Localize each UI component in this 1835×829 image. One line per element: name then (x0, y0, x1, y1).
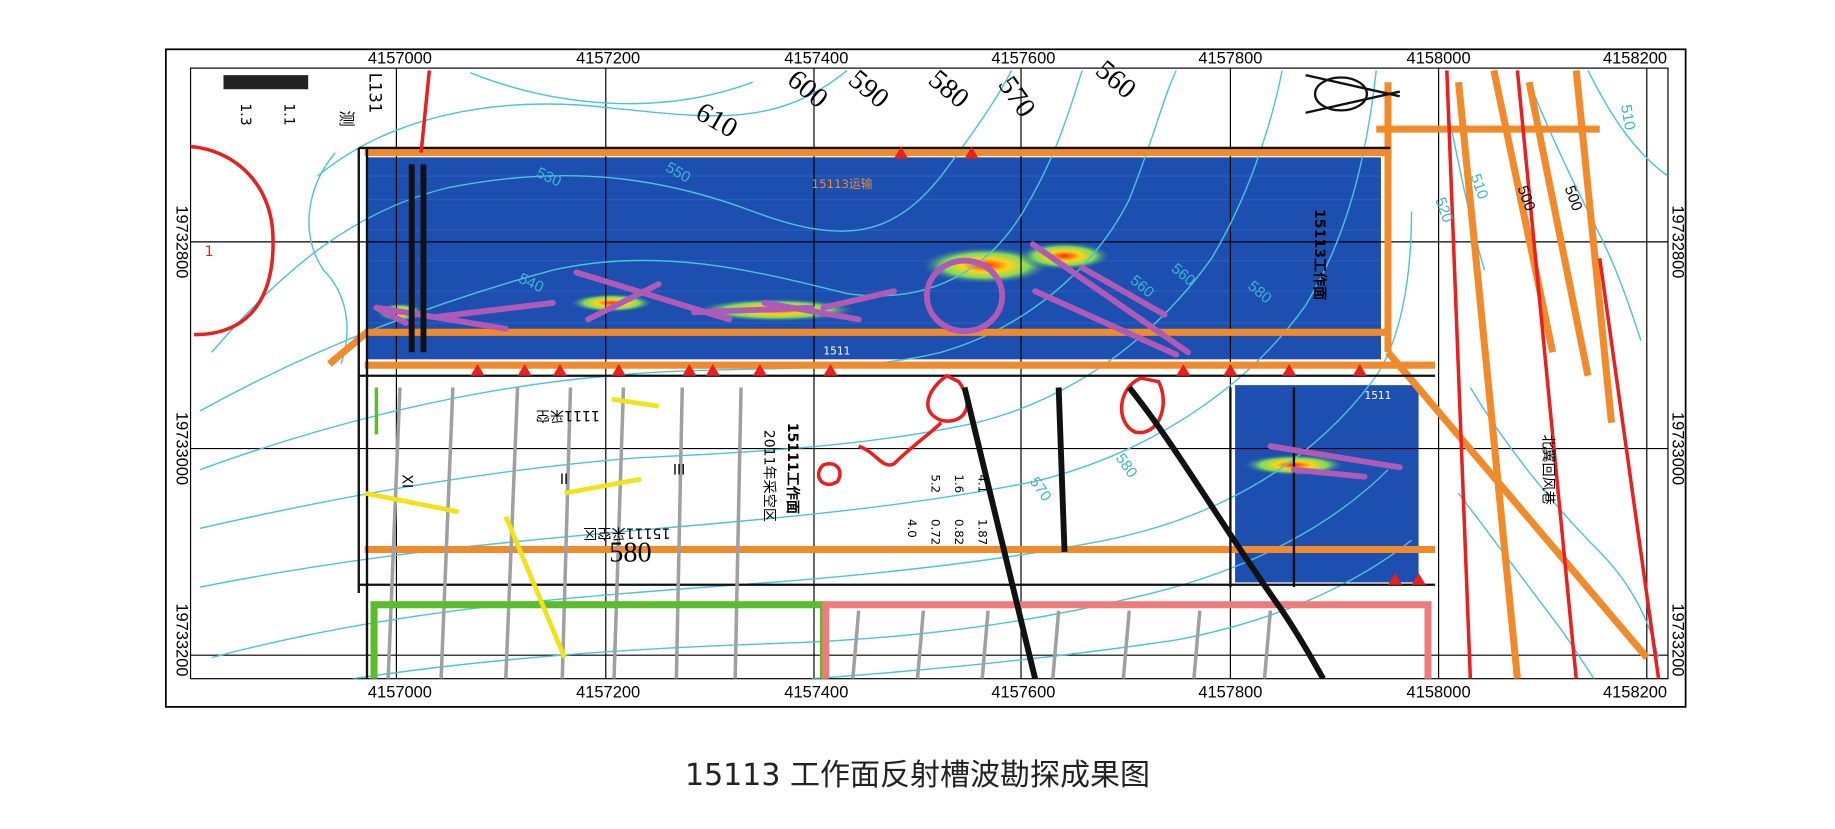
map-label: 0.82 (952, 519, 966, 545)
map-label: 1.87 (976, 519, 990, 545)
map-label: 510 (1617, 103, 1638, 131)
map-label: 4157200 (576, 683, 640, 701)
map-label: 4157000 (368, 49, 432, 67)
map-label: XI (398, 474, 414, 488)
y-ticks-left: 19732800 19733000 19733200 (172, 205, 190, 676)
map-label: 15111采空区 (583, 524, 670, 540)
roadways (327, 69, 1650, 679)
map-label: 1111采空 (536, 407, 600, 423)
gray-survey-lines (386, 387, 1273, 679)
map-label: 4157800 (1198, 49, 1262, 67)
map-label: 19732800 (1669, 205, 1687, 278)
map-label: 4158200 (1603, 49, 1667, 67)
map-label: 580 (609, 537, 651, 568)
map-annotations: 15113工作面 15111工作面 2011年采空区 15111采空区 1111… (205, 73, 1556, 545)
pink-panel (822, 601, 1432, 679)
north-arrow-icon (1305, 74, 1401, 114)
legend-bar (223, 75, 309, 90)
map-label: 15113工作面 (1311, 209, 1328, 300)
map-label: 19733000 (172, 412, 190, 485)
yellow-lines (364, 396, 660, 659)
map-label: 1.1 (281, 103, 297, 125)
map-label: 19732800 (172, 205, 190, 278)
map-label: 4158200 (1603, 683, 1667, 701)
x-ticks-bottom: 4157000 4157200 4157400 4157600 4157800 … (368, 683, 1667, 701)
map-label: II (560, 472, 568, 488)
map-label: 北翼回风巷 (1539, 434, 1555, 504)
map-label: 4157400 (784, 683, 848, 701)
red-markups (190, 70, 1661, 679)
map-label: L131 (365, 73, 384, 114)
map-label: 测 (337, 110, 356, 126)
map-label: 4158000 (1407, 683, 1471, 701)
map-label: 19733000 (1669, 412, 1687, 485)
y-ticks-right: 19732800 19733000 19733200 (1669, 205, 1687, 676)
map-label: 4157600 (991, 49, 1055, 67)
roadway-borders (357, 146, 1436, 679)
map-label: 4158000 (1407, 49, 1471, 67)
map-label: 19733200 (1669, 603, 1687, 676)
black-structures (408, 164, 1326, 679)
map-label: 1.6 (952, 474, 966, 493)
map-label: 1511 (1364, 390, 1391, 402)
map-label: 4.1 (976, 474, 990, 493)
map-label: 4157800 (1198, 683, 1262, 701)
anomaly-circle (923, 257, 1006, 335)
figure-caption: 15113 工作面反射槽波勘探成果图 (685, 758, 1150, 793)
map-label: 2011年采空区 (761, 430, 777, 522)
map-label: 4157000 (368, 683, 432, 701)
map-label: 4157600 (991, 683, 1055, 701)
red-triangle-markers (470, 146, 1426, 585)
map-label: 19733200 (172, 603, 190, 676)
map-label: 1511 (823, 346, 850, 358)
x-ticks-top: 4157000 4157200 4157400 4157600 4157800 … (368, 49, 1667, 67)
anomaly-lines (373, 241, 1403, 480)
map-label: 15113运输 (812, 177, 873, 191)
map-label: 4157200 (576, 49, 640, 67)
map-label: 4157400 (784, 49, 848, 67)
map-label: 4.0 (905, 519, 919, 538)
map-label: 5.2 (929, 474, 943, 493)
map-label: 15111运输巷 (1425, 467, 1439, 540)
map-label: 1 (205, 244, 214, 260)
grid (190, 68, 1668, 679)
map-label: 0.72 (929, 519, 943, 545)
map-label: 1.3 (237, 103, 253, 125)
map-label: 15111工作面 (784, 423, 801, 514)
map-label: III (673, 462, 685, 478)
